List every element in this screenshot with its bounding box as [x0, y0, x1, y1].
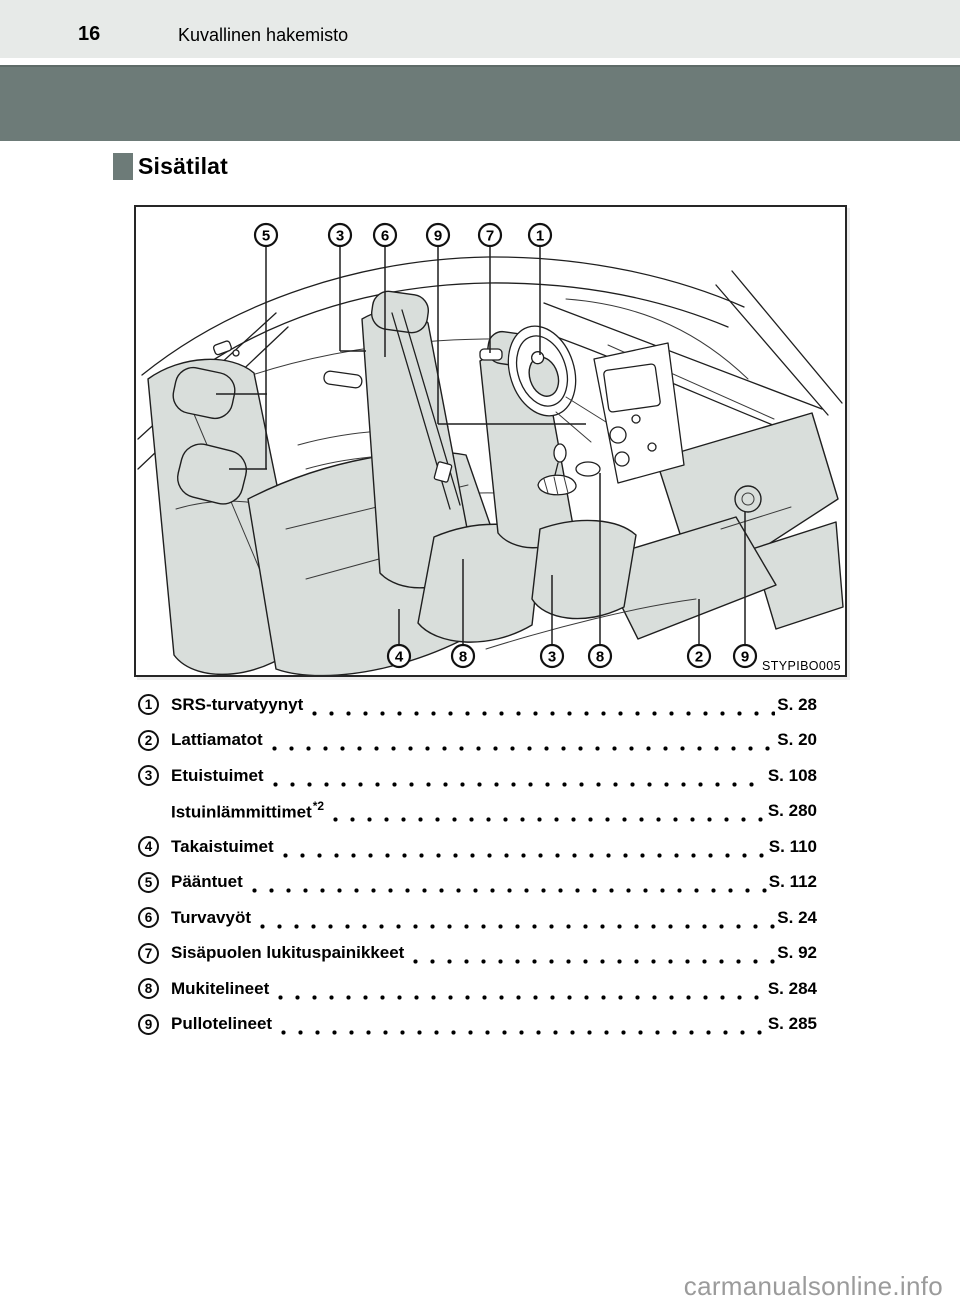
svg-text:8: 8 — [459, 649, 467, 666]
item-label: Pääntuet — [171, 872, 243, 892]
section-accent-band — [0, 65, 960, 141]
index-item: 7 Sisäpuolen lukituspainikkeet S. 92 — [138, 936, 817, 972]
item-label: Pullotelineet — [171, 1014, 273, 1034]
item-label: Turvavyöt — [171, 907, 251, 927]
item-page-ref: S. 20 — [777, 730, 817, 750]
svg-text:6: 6 — [381, 228, 389, 245]
dot-leader — [282, 852, 767, 858]
item-page-ref: S. 284 — [767, 978, 817, 998]
index-item: 2 Lattiamatot S. 20 — [138, 723, 817, 759]
chapter-title: Kuvallinen hakemisto — [178, 25, 349, 45]
index-list: 1 SRS-turvatyynyt S. 28 2 Lattiamatot S.… — [138, 687, 817, 1042]
dot-leader — [312, 710, 776, 716]
svg-text:8: 8 — [596, 649, 604, 666]
index-item: 8 Mukitelineet S. 284 — [138, 971, 817, 1007]
item-number-badge: 3 — [138, 765, 159, 787]
item-page-ref: S. 110 — [768, 836, 817, 856]
item-label: SRS-turvatyynyt — [171, 694, 304, 714]
index-item: 9 Pullotelineet S. 285 — [138, 1007, 817, 1043]
page-header-band: 16 Kuvallinen hakemisto — [0, 0, 960, 58]
dot-leader — [413, 959, 776, 964]
item-page-ref: S. 280 — [767, 801, 817, 821]
item-number-badge: 9 — [138, 1013, 159, 1035]
section-bullet-square — [113, 153, 133, 180]
watermark-text: carmanualsonline.info — [683, 1271, 943, 1301]
figure-callouts: 5 3 6 9 7 1 4 8 3 8 2 9 — [253, 222, 758, 669]
svg-text:3: 3 — [548, 649, 556, 666]
item-label: Etuistuimet — [171, 765, 264, 785]
section-title: Sisätilat — [138, 153, 229, 179]
interior-figure: 5 3 6 9 7 1 4 8 3 8 2 9 STYPIBO005 — [134, 205, 847, 677]
svg-text:9: 9 — [741, 649, 749, 666]
dot-leader — [278, 994, 766, 1000]
svg-text:1: 1 — [536, 228, 544, 245]
svg-text:2: 2 — [695, 649, 703, 666]
item-number-badge: 7 — [138, 942, 159, 964]
item-label: Sisäpuolen lukituspainikkeet — [171, 943, 405, 963]
item-label: Mukitelineet — [171, 978, 270, 998]
car-interior-illustration: 5 3 6 9 7 1 4 8 3 8 2 9 — [137, 222, 844, 675]
item-label: Takaistuimet — [171, 836, 274, 856]
dot-leader — [271, 746, 776, 751]
dot-leader — [251, 888, 767, 893]
item-number-badge: 2 — [138, 729, 159, 751]
svg-text:7: 7 — [486, 228, 494, 245]
item-number-badge: 8 — [138, 978, 159, 1000]
item-label: Lattiamatot — [171, 730, 263, 750]
index-item: 3 Etuistuimet S. 108 — [138, 758, 817, 794]
svg-text:3: 3 — [336, 228, 344, 245]
item-page-ref: S. 112 — [768, 872, 817, 892]
svg-text:4: 4 — [395, 649, 404, 666]
index-item: Istuinlämmittimet*2 S. 280 — [138, 794, 817, 830]
dot-leader — [272, 781, 766, 787]
item-label: Istuinlämmittimet*2 — [171, 798, 325, 822]
item-number-badge: 1 — [138, 694, 159, 716]
item-page-ref: S. 24 — [777, 907, 817, 927]
figure-code-label: STYPIBO005 — [761, 659, 841, 673]
item-number-badge: 5 — [138, 871, 159, 893]
page-number: 16 — [78, 23, 101, 45]
dot-leader — [281, 1030, 766, 1035]
item-page-ref: S. 92 — [777, 943, 817, 963]
item-number-badge: 4 — [138, 836, 159, 858]
index-item: 6 Turvavyöt S. 24 — [138, 900, 817, 936]
index-item: 5 Pääntuet S. 112 — [138, 865, 817, 901]
dot-leader — [260, 923, 776, 929]
section-heading: Sisätilat — [113, 153, 228, 180]
svg-text:9: 9 — [434, 228, 442, 245]
dot-leader — [333, 817, 766, 822]
item-number-badge: 6 — [138, 907, 159, 929]
item-page-ref: S. 28 — [777, 694, 817, 714]
item-page-ref: S. 108 — [767, 765, 817, 785]
svg-text:5: 5 — [262, 228, 270, 245]
index-item: 4 Takaistuimet S. 110 — [138, 829, 817, 865]
item-page-ref: S. 285 — [767, 1014, 817, 1034]
index-item: 1 SRS-turvatyynyt S. 28 — [138, 687, 817, 723]
